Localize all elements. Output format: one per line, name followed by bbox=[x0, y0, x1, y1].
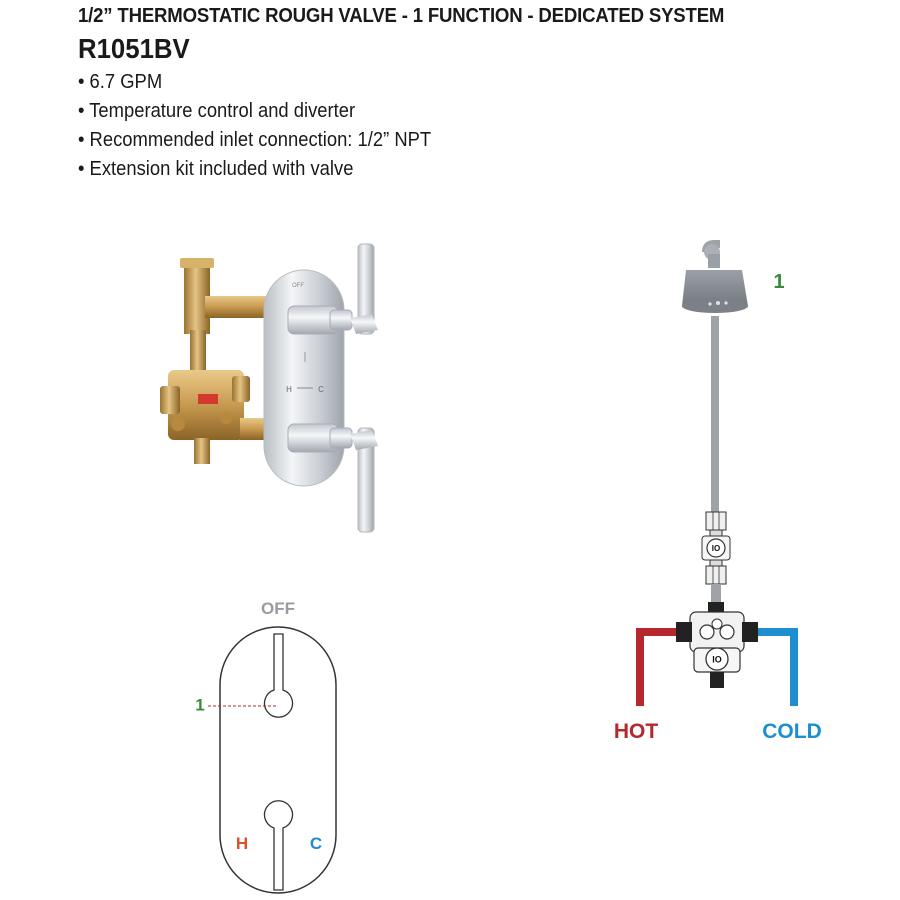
feature-item: • Temperature control and diverter bbox=[78, 100, 356, 122]
cold-label-c: C bbox=[310, 834, 322, 853]
model-number: R1051BV bbox=[78, 33, 190, 64]
trim-plate bbox=[263, 269, 345, 487]
arm-neck bbox=[708, 254, 720, 268]
port-circle bbox=[171, 417, 185, 431]
upper-extension-pipe bbox=[205, 296, 275, 318]
shower-head-face bbox=[682, 299, 748, 313]
function-label: 1 bbox=[195, 695, 204, 714]
cold-inlet-port bbox=[742, 622, 758, 642]
upper-fitting-nut bbox=[705, 511, 727, 531]
header: 1/2” THERMOSTATIC ROUGH VALVE - 1 FUNCTI… bbox=[78, 4, 773, 184]
upper-fitting-neck bbox=[709, 529, 723, 537]
feature-list: • 6.7 GPM • Temperature control and dive… bbox=[78, 68, 773, 184]
connector-pipe bbox=[711, 584, 721, 604]
side-port-right bbox=[232, 376, 250, 402]
valve-port-left bbox=[699, 624, 715, 640]
side-port-left bbox=[160, 386, 180, 414]
thermostatic-valve-body bbox=[689, 611, 745, 653]
hot-label-h: H bbox=[236, 834, 248, 853]
feature-item: • 6.7 GPM bbox=[78, 71, 163, 93]
lower-lever-joint bbox=[350, 430, 378, 450]
upper-knob-cap bbox=[329, 309, 353, 331]
nozzle bbox=[708, 302, 712, 306]
port-circle bbox=[220, 412, 232, 424]
plate-off-text: OFF bbox=[292, 283, 304, 289]
nozzle bbox=[716, 301, 720, 305]
stop-valve-dial bbox=[706, 538, 726, 558]
lower-knob-cap bbox=[329, 427, 353, 449]
red-cap bbox=[198, 394, 218, 404]
top-fitting-cap bbox=[180, 258, 214, 268]
cold-supply-pipe bbox=[752, 628, 798, 706]
hot-inlet-port bbox=[676, 622, 692, 642]
system-diagram: 1 IO IO HOT COLD bbox=[614, 240, 822, 743]
riser-pipe bbox=[711, 316, 719, 512]
off-label: OFF bbox=[261, 599, 295, 618]
lower-lever bbox=[357, 427, 375, 533]
valve-photo: OFF H C bbox=[160, 243, 378, 533]
vertical-pipe bbox=[190, 330, 206, 374]
upper-slot bbox=[263, 633, 294, 718]
trim-function-diagram: OFF 1 H C bbox=[195, 599, 337, 894]
cold-label: COLD bbox=[762, 720, 822, 743]
lower-fitting-neck bbox=[709, 559, 723, 567]
bottom-port bbox=[194, 438, 210, 464]
showerhead-function-label: 1 bbox=[773, 271, 784, 293]
valve-bottom-port bbox=[710, 672, 724, 688]
product-title: 1/2” THERMOSTATIC ROUGH VALVE - 1 FUNCTI… bbox=[78, 5, 725, 27]
valve-top-port bbox=[708, 602, 724, 612]
hot-label: HOT bbox=[614, 720, 659, 743]
cartridge-code: IO bbox=[712, 654, 722, 664]
stop-valve-code: IO bbox=[712, 544, 720, 553]
cartridge-dial bbox=[705, 647, 729, 671]
trim-outline bbox=[219, 626, 337, 894]
plate-c-text: C bbox=[318, 385, 324, 394]
valve-port-top bbox=[711, 618, 723, 630]
plate-h-text: H bbox=[286, 385, 292, 394]
feature-item: • Extension kit included with valve bbox=[78, 158, 354, 180]
hot-supply-pipe bbox=[636, 628, 684, 706]
valve-port-right bbox=[719, 624, 735, 640]
top-fitting bbox=[184, 262, 210, 288]
feature-item: • Recommended inlet connection: 1/2” NPT bbox=[78, 129, 432, 151]
nozzle bbox=[724, 301, 728, 305]
upper-lever bbox=[357, 243, 375, 335]
upper-lever-joint bbox=[350, 314, 378, 334]
lower-slot bbox=[263, 800, 294, 891]
lower-fitting-nut bbox=[705, 565, 727, 585]
